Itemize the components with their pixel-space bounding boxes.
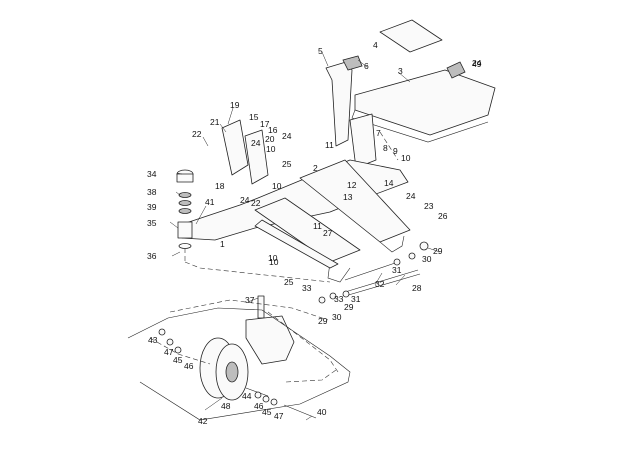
callout: 23	[424, 201, 434, 211]
callout: 9	[393, 146, 398, 156]
callout: 33	[302, 283, 312, 293]
part-axle-hardware	[158, 328, 317, 419]
callout: 39	[147, 202, 157, 212]
callout: 11	[325, 140, 334, 150]
part-wheel	[199, 337, 249, 401]
callout: 34	[147, 169, 157, 179]
callout-labels: 1 2 3 4 5 6 7 8 9 10 10 10 10 10 11 11 1…	[147, 40, 482, 426]
callout: 3	[398, 66, 403, 76]
callout: 47	[274, 411, 284, 421]
callout: 13	[343, 192, 353, 202]
callout: 11	[313, 221, 322, 231]
callout: 37	[245, 295, 255, 305]
callout: 46	[254, 401, 264, 411]
callout: 10	[269, 257, 279, 267]
callout: 17	[260, 119, 270, 129]
callout: 31	[392, 265, 402, 275]
callout: 44	[242, 391, 252, 401]
callout: 12	[347, 180, 357, 190]
wheel-assembly-outline	[127, 307, 351, 421]
part-cover-plate	[379, 19, 443, 53]
callout: 10	[266, 144, 276, 154]
part-rear-bracket	[446, 61, 466, 79]
callout: 8	[383, 143, 388, 153]
callout: 25	[284, 277, 294, 287]
callout: 29	[318, 316, 328, 326]
part-caster-stack	[176, 169, 194, 262]
part-threaded-rods	[344, 261, 421, 297]
callout: 30	[422, 254, 432, 264]
callout: 5	[318, 46, 323, 56]
callout: 24	[251, 138, 261, 148]
callout: 46	[184, 361, 194, 371]
callout: 16	[268, 125, 278, 135]
callout: 28	[412, 283, 422, 293]
callout: 42	[198, 416, 208, 426]
callout-leaders	[169, 51, 441, 421]
callout: 31	[351, 294, 361, 304]
callout: 10	[268, 253, 278, 263]
callout: 1	[220, 239, 225, 249]
callout: 49	[472, 59, 482, 69]
callout: 26	[438, 211, 448, 221]
part-main-frame	[179, 159, 411, 283]
part-upright-post	[325, 55, 377, 169]
callout: 10	[272, 181, 282, 191]
callout: 20	[265, 134, 275, 144]
callout: 48	[221, 401, 231, 411]
callout: 6	[364, 61, 369, 71]
callout: 19	[230, 100, 240, 110]
callout: 25	[282, 159, 292, 169]
part-hardware-right	[318, 241, 429, 304]
callout: 29	[344, 302, 354, 312]
callout: 40	[317, 407, 327, 417]
callout: 24	[406, 191, 416, 201]
callout: 27	[323, 228, 333, 238]
callout: 32	[375, 279, 385, 289]
part-floor-pan	[351, 69, 496, 143]
callout: 33	[334, 294, 344, 304]
callout: 10	[401, 153, 411, 163]
callout: 30	[332, 312, 342, 322]
callout: 21	[210, 117, 220, 127]
callout: 41	[205, 197, 215, 207]
callout: 36	[147, 251, 157, 261]
callout: 15	[249, 112, 259, 122]
callout: 22	[251, 198, 261, 208]
callout: 14	[384, 178, 394, 188]
callout: 29	[433, 246, 443, 256]
callout: 24	[282, 131, 292, 141]
part-control-bracket-left	[221, 119, 269, 185]
callout: 24	[240, 195, 250, 205]
callout: 24	[472, 58, 482, 68]
callout: 45	[173, 355, 183, 365]
callout: 35	[147, 218, 157, 228]
callout: 43	[148, 335, 158, 345]
callout: 18	[215, 181, 225, 191]
callout: 38	[147, 187, 157, 197]
callout: 7	[376, 128, 381, 138]
callout: 22	[192, 129, 202, 139]
callout: 45	[262, 407, 272, 417]
part-caster-fork	[245, 295, 295, 365]
callout: 2	[313, 163, 318, 173]
callout: 47	[164, 347, 174, 357]
callout: 4	[373, 40, 378, 50]
